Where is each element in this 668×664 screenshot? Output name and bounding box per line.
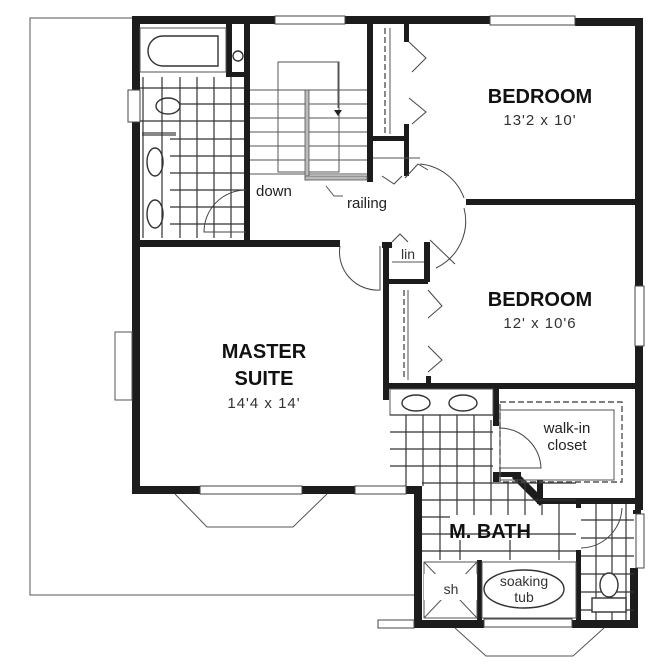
master-door bbox=[339, 245, 381, 291]
label-walk-in-line1: walk-in bbox=[543, 420, 591, 437]
label-tub-line2: tub bbox=[514, 589, 534, 605]
sink-icon bbox=[146, 199, 164, 229]
room-name-master-line1: MASTER bbox=[222, 341, 307, 363]
room-name-master-line2: SUITE bbox=[235, 368, 294, 390]
bathtub-icon bbox=[147, 35, 219, 67]
sink-icon bbox=[232, 50, 244, 62]
lower-level-outline bbox=[29, 17, 416, 596]
bedroom1-closet bbox=[381, 28, 467, 269]
label-railing: railing bbox=[347, 195, 387, 212]
railing bbox=[304, 89, 310, 181]
room-dimensions-bedroom-1: 13'2 x 10' bbox=[503, 112, 576, 129]
label-tub-line1: soaking bbox=[500, 573, 548, 589]
towel-bar bbox=[142, 132, 176, 136]
room-name-bedroom-1: BEDROOM bbox=[488, 86, 592, 108]
label-shower: sh bbox=[444, 581, 459, 597]
walk-in-closet bbox=[498, 401, 623, 483]
windows bbox=[127, 15, 645, 628]
sink-icon bbox=[146, 147, 164, 177]
pointer-arrow bbox=[325, 185, 343, 197]
toilet-icon bbox=[155, 97, 181, 115]
tub-icon bbox=[483, 569, 565, 609]
hall-bathroom bbox=[139, 27, 247, 238]
room-dimensions-master: 14'4 x 14' bbox=[227, 395, 300, 412]
label-down: down bbox=[256, 183, 292, 200]
room-dimensions-bedroom-2: 12' x 10'6 bbox=[503, 315, 576, 332]
room-labels: BEDROOM 13'2 x 10' BEDROOM 12' x 10'6 MA… bbox=[222, 86, 592, 605]
bedroom2-closet bbox=[391, 233, 456, 380]
room-name-master-bath: M. BATH bbox=[449, 521, 531, 543]
label-linen: lin bbox=[401, 246, 415, 262]
staircase bbox=[250, 61, 420, 197]
bay-windows bbox=[114, 331, 605, 657]
sink-icon bbox=[401, 394, 431, 412]
toilet-icon bbox=[599, 572, 619, 598]
sink-icon bbox=[448, 394, 478, 412]
label-walk-in-line2: closet bbox=[547, 437, 587, 454]
master-bath bbox=[377, 388, 634, 629]
room-name-bedroom-2: BEDROOM bbox=[488, 289, 592, 311]
arrow-icon bbox=[334, 110, 342, 116]
